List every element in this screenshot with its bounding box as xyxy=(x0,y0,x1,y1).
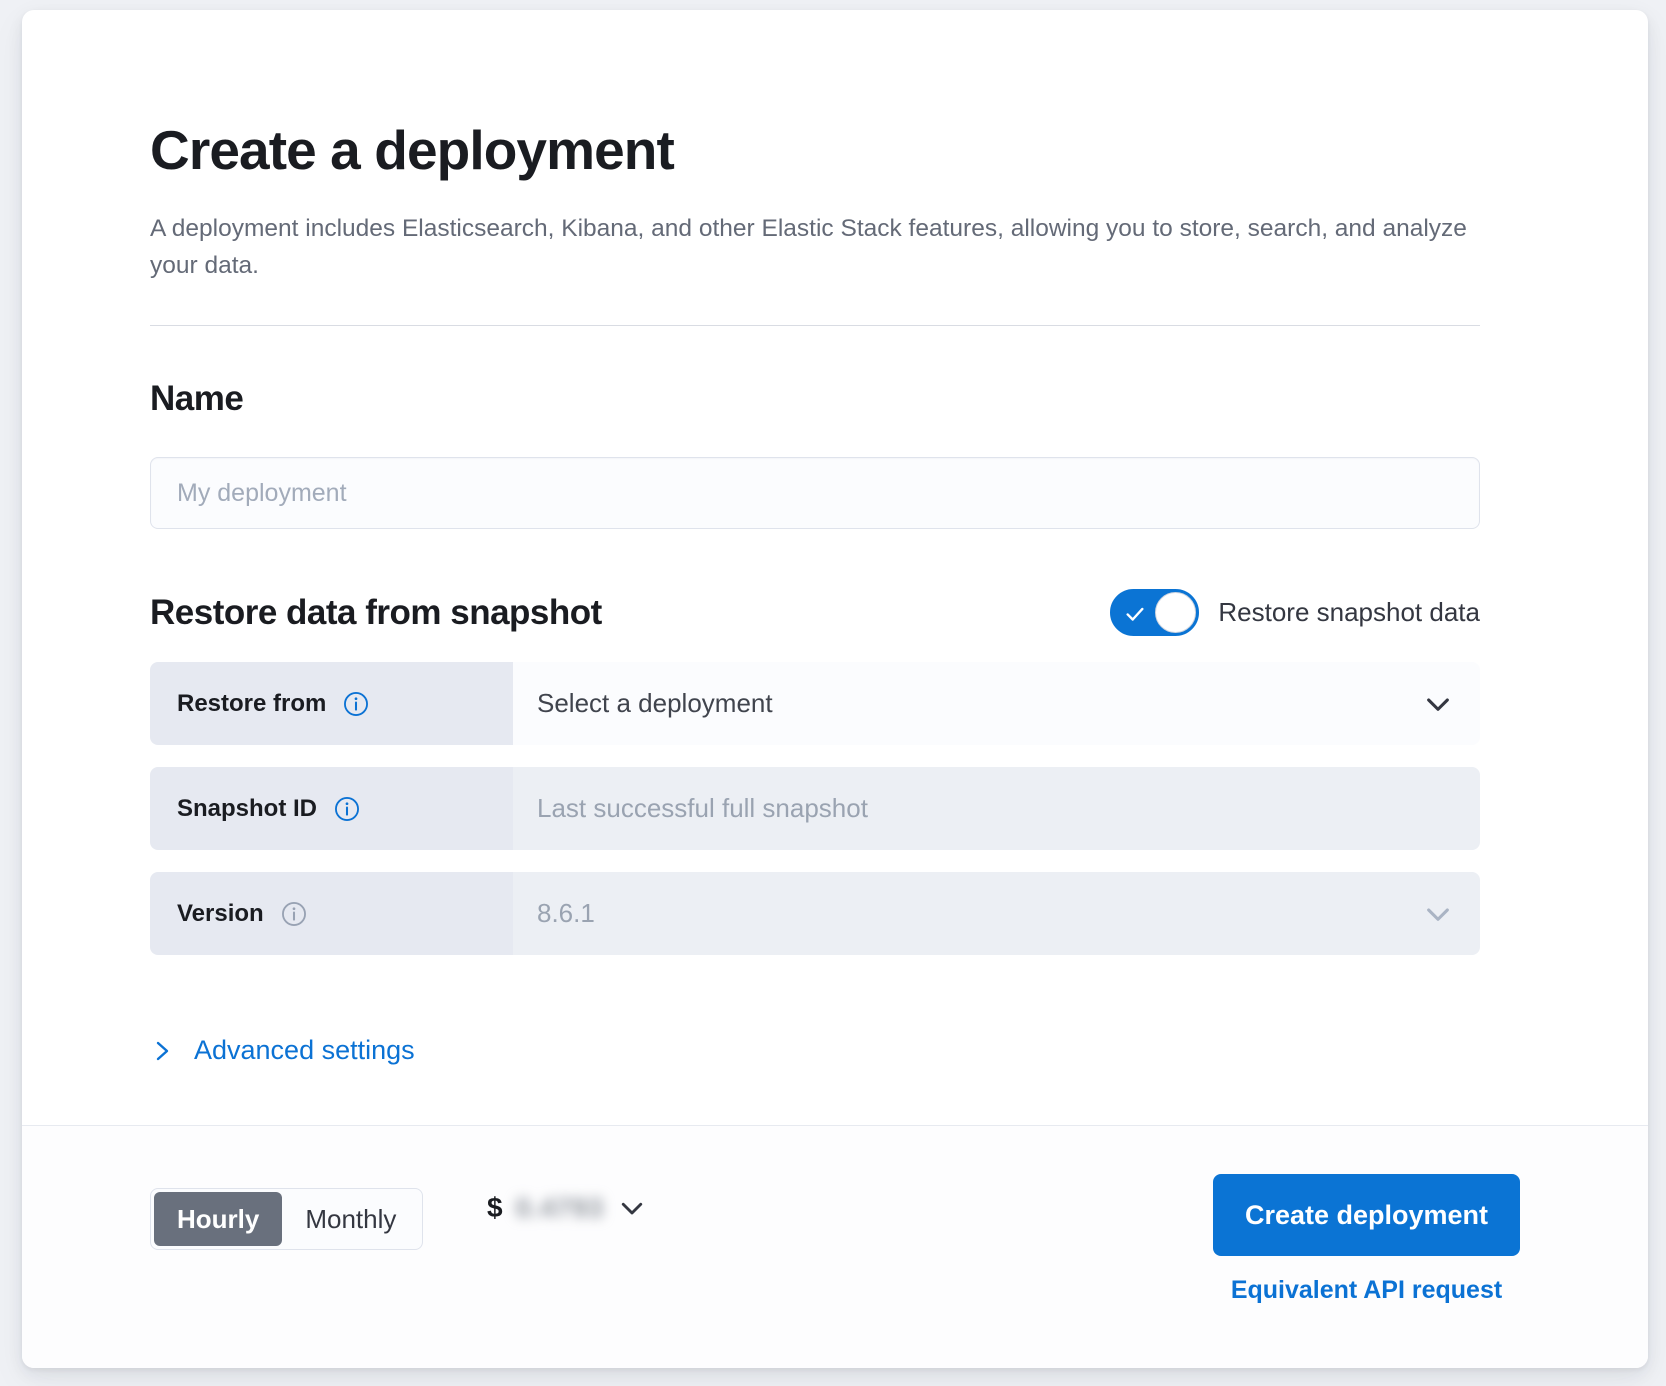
card-body: Create a deployment A deployment include… xyxy=(22,10,1648,1066)
chevron-right-icon xyxy=(156,1041,169,1060)
header-divider xyxy=(150,325,1480,327)
page-title: Create a deployment xyxy=(150,119,675,181)
content-column: Create a deployment A deployment include… xyxy=(150,119,1480,1066)
restore-from-value: Select a deployment xyxy=(537,688,773,719)
restore-from-field[interactable]: Select a deployment xyxy=(513,662,1480,746)
footer-bar: Hourly Monthly $ 0.4793 Create deploymen… xyxy=(22,1125,1648,1368)
chevron-down-icon xyxy=(1427,908,1449,921)
snapshot-heading: Restore data from snapshot xyxy=(150,592,602,632)
switch-knob xyxy=(1155,592,1197,634)
price-currency-symbol: $ xyxy=(487,1192,503,1223)
footer-inner: Hourly Monthly $ 0.4793 Create deploymen… xyxy=(150,1126,1520,1368)
version-row: Version 8.6.1 xyxy=(150,872,1480,956)
billing-option-monthly[interactable]: Monthly xyxy=(305,1203,397,1234)
version-label-group: Version xyxy=(150,872,513,956)
snapshot-id-label-group: Snapshot ID xyxy=(150,767,513,851)
page-description: A deployment includes Elasticsearch, Kib… xyxy=(150,214,1467,279)
chevron-down-icon[interactable] xyxy=(1422,688,1454,720)
footer-actions: Create deployment Equivalent API request xyxy=(1213,1174,1520,1305)
deployment-name-input[interactable]: My deployment xyxy=(150,457,1480,530)
billing-period-toggle[interactable]: Hourly Monthly xyxy=(150,1188,424,1250)
snapshot-id-row: Snapshot ID Last successful full snapsho… xyxy=(150,767,1480,851)
name-section: Name My deployment xyxy=(150,379,1480,530)
version-label: Version xyxy=(177,899,264,927)
price-amount-redacted: 0.4793 xyxy=(515,1192,605,1223)
chevron-down-icon[interactable] xyxy=(617,1193,647,1223)
create-deployment-button[interactable]: Create deployment xyxy=(1213,1174,1520,1256)
snapshot-id-value: Last successful full snapshot xyxy=(537,793,868,824)
snapshot-id-field: Last successful full snapshot xyxy=(513,767,1480,851)
snapshot-section-header: Restore data from snapshot Restore snaps… xyxy=(150,589,1480,637)
version-field: 8.6.1 xyxy=(513,872,1480,956)
restore-from-row[interactable]: Restore from Select a deployment xyxy=(150,662,1480,746)
deployment-name-placeholder: My deployment xyxy=(177,478,347,507)
version-value: 8.6.1 xyxy=(537,898,595,929)
restore-snapshot-toggle-group[interactable]: Restore snapshot data xyxy=(1110,589,1480,637)
price-summary[interactable]: $ 0.4793 xyxy=(487,1192,647,1224)
name-heading: Name xyxy=(150,379,244,419)
check-icon xyxy=(1126,607,1144,621)
info-circle-icon[interactable] xyxy=(343,691,369,717)
equivalent-api-request-link[interactable]: Equivalent API request xyxy=(1230,1276,1503,1304)
info-circle-icon[interactable] xyxy=(334,796,360,822)
restore-from-label: Restore from xyxy=(177,689,327,717)
snapshot-id-label: Snapshot ID xyxy=(177,794,318,822)
billing-option-hourly[interactable]: Hourly xyxy=(154,1192,283,1246)
advanced-settings-link[interactable]: Advanced settings xyxy=(150,1035,415,1066)
restore-snapshot-toggle-label: Restore snapshot data xyxy=(1218,597,1480,628)
restore-from-label-group: Restore from xyxy=(150,662,513,746)
create-deployment-card: Create a deployment A deployment include… xyxy=(22,10,1648,1368)
restore-snapshot-switch[interactable] xyxy=(1110,589,1200,637)
advanced-settings-label: Advanced settings xyxy=(194,1035,415,1066)
info-circle-icon[interactable] xyxy=(281,901,307,927)
